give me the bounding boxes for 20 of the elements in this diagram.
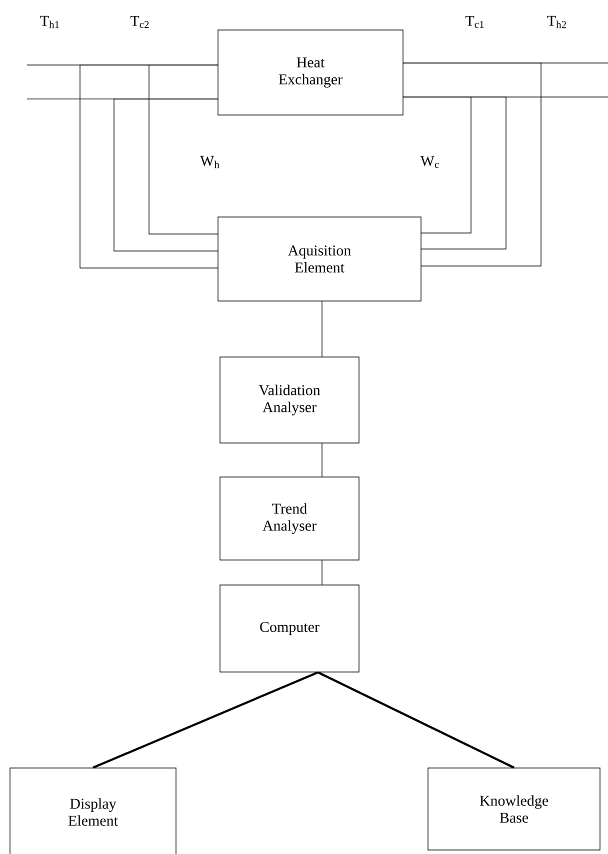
signal-label: W$_{h}$ — [200, 156, 220, 168]
sensor-line — [80, 64, 218, 268]
process-box: Trend Analyser — [220, 476, 360, 560]
sensor-line — [403, 62, 542, 266]
signal-label: T$_{c2}$ — [130, 16, 149, 28]
connector-line — [318, 671, 514, 769]
signal-label: W$_{c}$ — [420, 156, 439, 168]
signal-label: T$_{h1}$ — [40, 16, 59, 28]
signal-label: T$_{c1}$ — [465, 16, 484, 28]
process-box: Display Element — [10, 768, 176, 854]
signal-label: T$_{h2}$ — [547, 16, 566, 28]
process-box: Aquisition Element — [218, 216, 422, 302]
process-box: Computer — [220, 584, 360, 672]
sensor-line — [114, 98, 218, 252]
connector-line — [92, 671, 318, 769]
sensor-line — [148, 64, 218, 234]
process-box: Knowledge Base — [428, 768, 600, 850]
sensor-line — [403, 96, 506, 250]
process-box: Heat Exchanger — [218, 30, 404, 116]
process-box: Validation Analyser — [220, 356, 360, 444]
